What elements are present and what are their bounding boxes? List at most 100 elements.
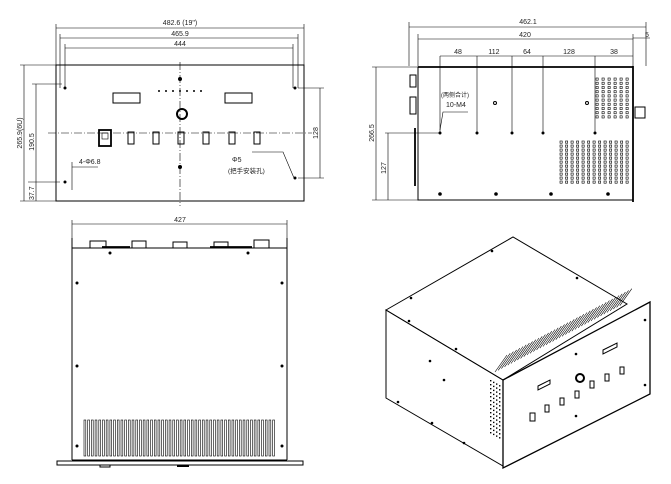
- vent-hole: [172, 419, 175, 457]
- vent-hole: [576, 148, 580, 152]
- vent-hole: [619, 115, 623, 119]
- dim-hole-spacing-5: 38: [610, 49, 618, 56]
- vent-hole: [176, 419, 179, 457]
- vent-hole: [590, 303, 604, 322]
- vent-hole: [520, 341, 533, 359]
- vent-hole: [257, 419, 260, 457]
- vent-hole: [592, 164, 596, 168]
- vent-hole: [598, 160, 602, 164]
- mounting-holes: [63, 86, 297, 184]
- vent-hole: [228, 419, 231, 457]
- vent-hole: [600, 298, 613, 317]
- vent-hole: [559, 172, 563, 176]
- vent-hole: [598, 180, 602, 184]
- vent-hole: [620, 140, 624, 144]
- vent-hole: [139, 419, 142, 457]
- vent-hole: [614, 144, 618, 148]
- dim-top-width: 427: [174, 217, 186, 224]
- vent-hole: [135, 419, 138, 457]
- vent-hole: [598, 156, 602, 160]
- vent-hole: [120, 419, 124, 457]
- vent-hole: [231, 419, 235, 457]
- side-view: 462.1 420 5 48 112 64 128 38 266.5 127 (…: [369, 19, 650, 202]
- vent-hole: [614, 148, 618, 152]
- vent-hole: [607, 90, 611, 94]
- vent-hole: [601, 94, 605, 98]
- vent-hole: [496, 411, 498, 413]
- rotary-knob: [176, 108, 188, 120]
- vent-hole: [496, 387, 498, 389]
- vent-hole: [625, 90, 629, 94]
- mount-holes-label: 4-Φ6.8: [79, 159, 101, 166]
- vent-hole: [559, 176, 563, 180]
- vent-hole: [595, 90, 599, 94]
- vent-hole: [625, 102, 629, 106]
- vent-hole: [194, 419, 198, 457]
- vent-hole: [603, 144, 607, 148]
- dim-width-holes: 465.9: [171, 31, 189, 38]
- vent-hole: [614, 180, 618, 184]
- vent-hole: [587, 172, 591, 176]
- vent-hole: [619, 90, 623, 94]
- vent-hole: [587, 152, 591, 156]
- vent-hole: [161, 419, 164, 457]
- vent-hole: [493, 417, 495, 420]
- vent-hole: [595, 81, 599, 85]
- vent-hole: [499, 429, 501, 431]
- vent-hole: [625, 86, 629, 89]
- vent-hole: [576, 144, 580, 148]
- vent-hole: [507, 348, 521, 366]
- vent-hole: [597, 300, 610, 318]
- vent-hole: [603, 148, 607, 152]
- vent-hole: [570, 156, 574, 160]
- vent-hole: [603, 168, 607, 172]
- vent-hole: [545, 327, 559, 345]
- vent-hole: [595, 107, 599, 110]
- vent-hole: [595, 77, 599, 81]
- vent-hole: [559, 168, 563, 172]
- vent-hole: [246, 419, 249, 457]
- vent-hole: [490, 384, 492, 386]
- vent-hole: [559, 152, 563, 156]
- top-screws: [75, 251, 284, 448]
- vent-hole: [614, 152, 618, 156]
- vent-hole: [83, 419, 87, 457]
- vent-hole: [496, 403, 498, 405]
- vent-hole: [157, 419, 161, 457]
- vent-hole: [209, 419, 212, 457]
- vent-hole: [581, 140, 585, 144]
- vent-hole: [601, 77, 605, 81]
- isometric-view: [385, 236, 651, 470]
- vent-hole: [609, 144, 613, 148]
- vent-hole: [224, 419, 227, 457]
- vent-hole: [620, 168, 624, 172]
- vent-hole: [493, 381, 495, 384]
- vent-hole: [593, 302, 607, 320]
- vent-hole: [499, 393, 501, 395]
- vent-hole: [587, 176, 591, 180]
- vent-hole: [499, 417, 501, 419]
- vent-hole: [592, 168, 596, 172]
- vent-hole: [576, 168, 580, 172]
- vent-hole: [609, 176, 613, 180]
- vent-hole: [595, 102, 599, 106]
- top-vent-slots: [83, 419, 275, 457]
- vent-hole: [499, 425, 501, 427]
- vent-hole: [595, 111, 599, 115]
- vent-hole: [614, 172, 618, 176]
- vent-hole: [493, 405, 495, 408]
- vent-hole: [109, 419, 113, 457]
- iso-front-panel: [502, 300, 651, 470]
- vent-hole: [609, 172, 613, 176]
- vent-hole: [625, 180, 629, 184]
- vent-hole: [87, 419, 90, 457]
- vent-hole: [619, 288, 633, 306]
- vent-hole: [576, 152, 580, 156]
- vent-hole: [559, 164, 563, 168]
- vent-hole: [499, 405, 501, 407]
- vent-hole: [493, 413, 495, 416]
- vent-hole: [625, 160, 629, 164]
- side-vent-lower: [559, 140, 629, 184]
- vent-hole: [576, 160, 580, 164]
